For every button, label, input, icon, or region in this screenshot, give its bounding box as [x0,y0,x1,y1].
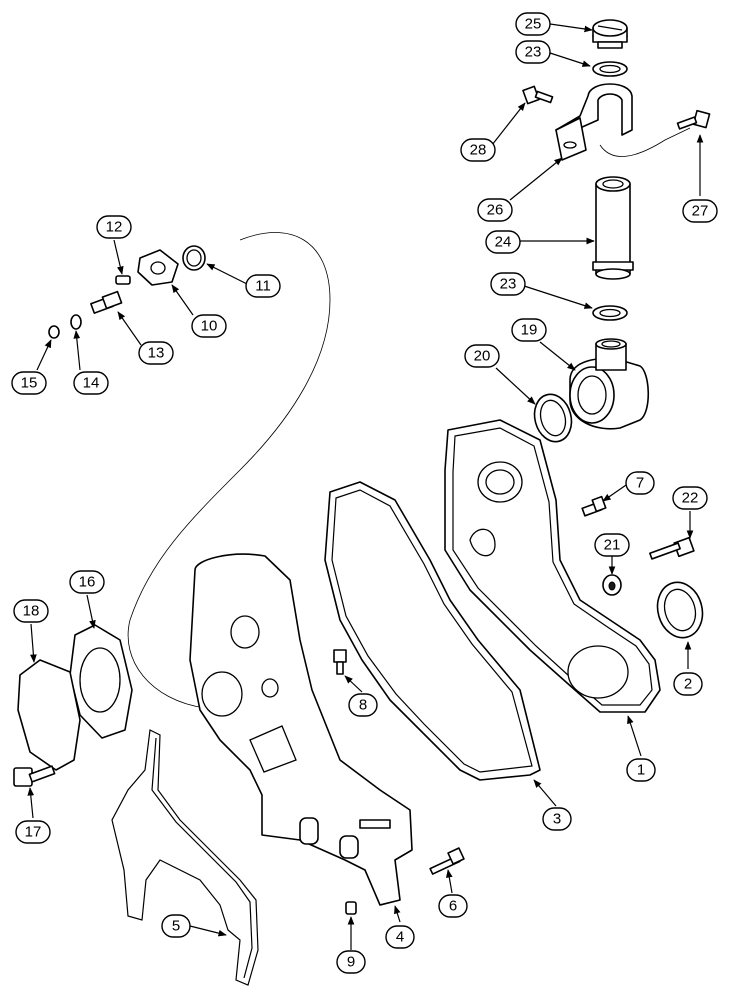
bolt-27-part [676,109,711,130]
callout-19-label: 19 [521,322,538,339]
callout-12-label: 12 [106,219,123,236]
callout-3: 3 [542,807,572,831]
callout-5-label: 5 [172,918,180,935]
callout-9: 9 [336,950,366,974]
front-cover-part [444,419,661,713]
callout-21-label: 21 [604,537,621,554]
callout-28: 28 [460,138,496,162]
tube-bracket-part [555,83,633,161]
capscrew-22-part [649,536,695,560]
callout-2: 2 [673,672,703,696]
callout-18: 18 [13,599,49,623]
callout-8: 8 [348,693,378,717]
callout-22-label: 22 [682,490,699,507]
callout-18-label: 18 [23,603,40,620]
seal-ring-upper-part [592,61,628,77]
callout-4-label: 4 [396,929,404,946]
oil-seal-2-part [656,581,704,639]
callout-15: 15 [11,371,47,395]
callout-24: 24 [485,230,521,254]
ring-14-part [70,314,82,330]
screw-8-part [333,649,347,675]
callout-12: 12 [96,215,132,239]
callout-27-label: 27 [692,203,709,220]
callout-15-label: 15 [21,375,38,392]
plug-21-part [602,574,622,596]
callout-26: 26 [477,198,513,222]
callout-19: 19 [511,318,547,342]
callout-25-label: 25 [525,16,542,33]
callout-16-label: 16 [79,574,96,591]
front-cover-gasket-part [324,481,541,781]
callout-1: 1 [626,758,656,782]
callout-6: 6 [438,894,468,918]
callout-2-label: 2 [684,676,692,693]
callout-23-lower-label: 23 [500,276,517,293]
dowel-9-part [345,901,357,915]
assembly-group-line [127,232,331,709]
callout-26-label: 26 [487,202,504,219]
assembly-group-line-upper [599,127,691,157]
callout-25: 25 [515,12,551,36]
leader-lines [27,23,704,950]
callout-1-label: 1 [637,762,645,779]
capscrew-6-part [429,847,465,875]
callout-7: 7 [625,471,655,495]
filler-cap-part [592,19,628,49]
callout-24-label: 24 [495,234,512,251]
access-gasket-part [69,624,133,739]
callout-10: 10 [191,314,227,338]
callout-22: 22 [672,486,708,510]
callout-23-upper-label: 23 [525,44,542,61]
adapter-seal-part [533,393,573,443]
housing-gasket-part [111,729,259,986]
bolt-17-part [13,765,56,787]
bolt-28-part [522,85,554,105]
callout-10-label: 10 [201,318,218,335]
callout-23-lower: 23 [490,272,526,296]
screw-12-part [115,275,131,285]
seal-ring-lower-part [592,305,628,321]
callout-17-label: 17 [25,824,42,841]
clip-15-part [48,325,60,339]
seal-11-part [182,245,206,271]
callout-13: 13 [138,341,174,365]
callout-20-label: 20 [474,348,491,365]
filler-tube-part [592,176,634,280]
callout-9-label: 9 [347,954,355,971]
callout-21: 21 [594,533,630,557]
filler-adapter-part [569,338,650,430]
valve-13-part [90,290,123,314]
access-cover-part [17,659,81,771]
callout-27: 27 [682,199,718,223]
callout-5: 5 [161,914,191,938]
callout-14-label: 14 [83,375,100,392]
callout-14: 14 [73,371,109,395]
callout-13-label: 13 [148,345,165,362]
callout-17: 17 [15,820,51,844]
callout-6-label: 6 [449,898,457,915]
callout-28-label: 28 [470,142,487,159]
callout-4: 4 [385,925,415,949]
callout-20: 20 [464,344,500,368]
callout-16: 16 [69,570,105,594]
callout-11-label: 11 [255,278,271,295]
callout-3-label: 3 [553,811,561,828]
callout-11: 11 [245,274,281,298]
screw-7-part [581,495,607,517]
fitting-10-part [137,249,179,286]
gear-housing-part [189,553,413,906]
callout-23-upper: 23 [515,40,551,64]
callout-7-label: 7 [636,475,644,492]
callout-8-label: 8 [359,697,367,714]
